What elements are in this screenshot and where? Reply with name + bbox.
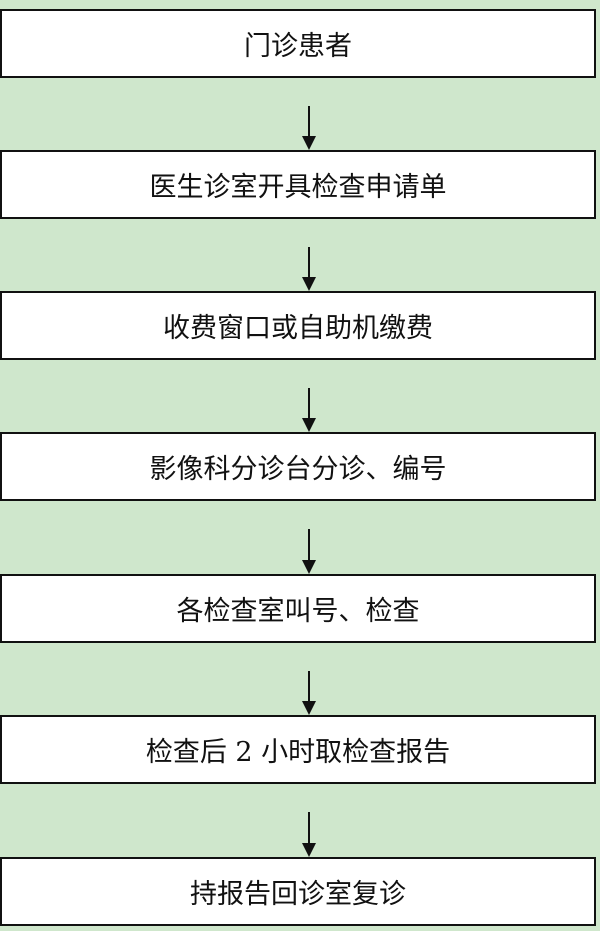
flow-step-label: 收费窗口或自助机缴费 — [163, 313, 433, 344]
flow-step-box: 各检查室叫号、检查 — [0, 574, 596, 643]
flow-step-label: 门诊患者 — [244, 31, 352, 62]
arrow-down-icon — [302, 812, 316, 857]
flow-step-label: 影像科分诊台分诊、编号 — [149, 454, 447, 485]
flow-step-box: 影像科分诊台分诊、编号 — [0, 432, 596, 501]
arrow-down-icon — [302, 529, 316, 574]
flow-step-box: 持报告回诊室复诊 — [0, 857, 596, 926]
flow-step-label: 持报告回诊室复诊 — [190, 879, 406, 910]
arrow-down-icon — [302, 388, 316, 432]
flow-step-box: 门诊患者 — [0, 9, 596, 78]
arrow-down-icon — [302, 247, 316, 291]
flow-step-label: 各检查室叫号、检查 — [176, 596, 420, 627]
flow-step-box: 收费窗口或自助机缴费 — [0, 291, 596, 360]
flow-step-label: 检查后 2 小时取检查报告 — [145, 737, 451, 768]
flow-step-label: 医生诊室开具检查申请单 — [149, 172, 447, 203]
flow-step-box: 医生诊室开具检查申请单 — [0, 150, 596, 219]
arrow-down-icon — [302, 671, 316, 715]
arrow-down-icon — [302, 106, 316, 150]
flow-step-box: 检查后 2 小时取检查报告 — [0, 715, 596, 784]
